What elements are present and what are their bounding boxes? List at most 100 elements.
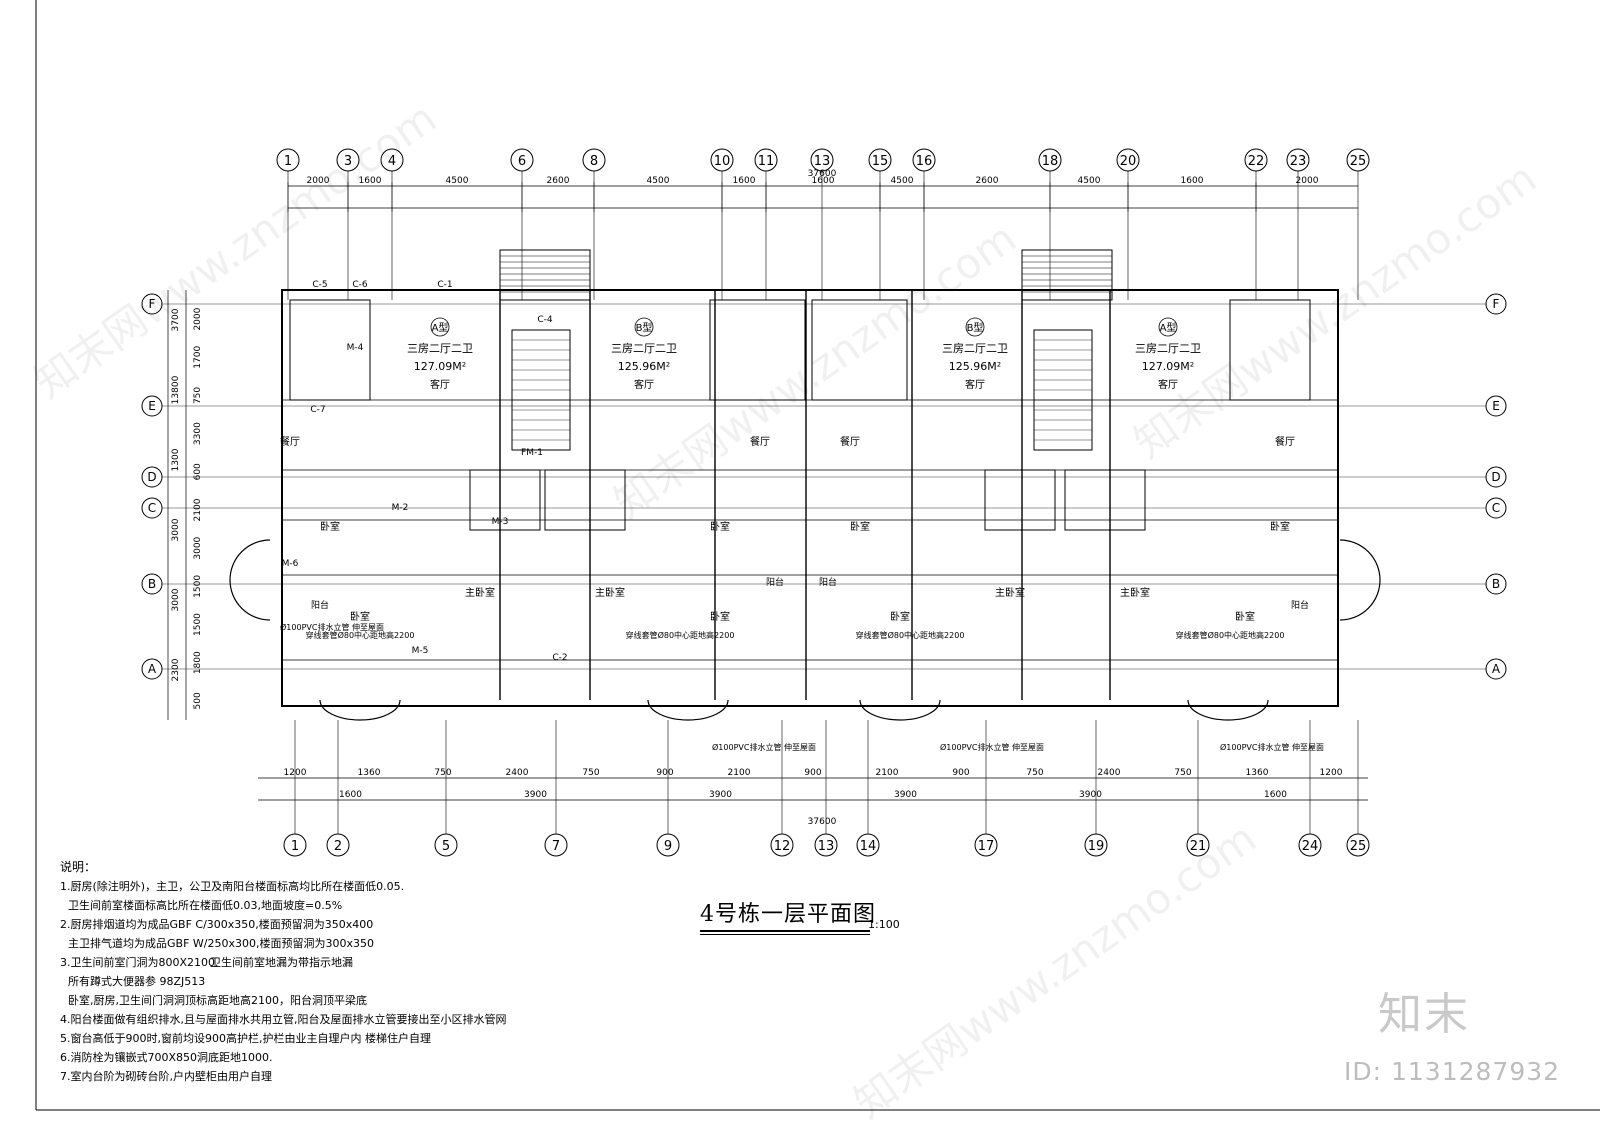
axis-label-left: D bbox=[147, 470, 156, 484]
note-line: 主卫排气道均为成品GBF W/250x300,楼面预留洞为300x350 bbox=[68, 937, 374, 950]
axis-label-right: C bbox=[1492, 501, 1500, 515]
element-tag: FM-1 bbox=[521, 448, 543, 458]
room-label-dining: 餐厅 bbox=[280, 435, 300, 448]
room-label-living: 客厅 bbox=[1158, 378, 1178, 391]
axis-label-bottom: 7 bbox=[552, 839, 560, 854]
sleeve-note: 穿线套管Ø80中心距地高2200 bbox=[626, 630, 735, 640]
kitchen-block bbox=[469, 469, 541, 531]
dim-total-left: 3700 bbox=[171, 308, 181, 331]
pipe-note: Ø100PVC排水立管 伸至屋面 bbox=[940, 742, 1044, 752]
element-tag: C-7 bbox=[310, 405, 325, 415]
dim-value-top: 4500 bbox=[446, 176, 469, 186]
dim-value-bottom-2: 3900 bbox=[524, 790, 547, 800]
unit-desc: 三房二厅二卫 bbox=[407, 342, 473, 355]
dim-value-bottom: 1360 bbox=[358, 768, 381, 778]
room-label-dining: 餐厅 bbox=[1275, 435, 1295, 448]
kitchen-block bbox=[1064, 469, 1146, 531]
design-notes: 说明： 1.厨房(除注明外)，主卫，公卫及南阳台楼面标高均比所在楼面低0.05.… bbox=[60, 858, 700, 1086]
drawing-title: 4号栋一层平面图 bbox=[700, 902, 876, 927]
unit-type-label: B型 bbox=[967, 321, 984, 334]
axis-label-top: 22 bbox=[1248, 154, 1265, 169]
sleeve-note: 穿线套管Ø80中心距地高2200 bbox=[856, 630, 965, 640]
element-tag: M-5 bbox=[412, 646, 429, 656]
brand-id: ID: 1131287932 bbox=[1344, 1057, 1561, 1086]
pipe-note: Ø100PVC排水立管 伸至屋面 bbox=[712, 742, 816, 752]
room-label-balcony: 阳台 bbox=[819, 576, 837, 588]
room-label-master: 主卧室 bbox=[995, 586, 1025, 599]
balcony-arc bbox=[647, 699, 729, 721]
dim-value-bottom: 750 bbox=[1174, 768, 1191, 778]
dim-value-bottom-2: 3900 bbox=[894, 790, 917, 800]
note-line: 5.窗台高低于900时,窗前均设900高护栏,护栏由业主自理户内 楼梯住户自理 bbox=[60, 1032, 431, 1045]
axis-label-right: E bbox=[1492, 399, 1500, 413]
axis-label-top: 6 bbox=[518, 154, 526, 169]
axis-label-top: 20 bbox=[1120, 154, 1137, 169]
dim-value-bottom: 750 bbox=[1026, 768, 1043, 778]
kitchen-block bbox=[984, 469, 1056, 531]
unit-type-label: A型 bbox=[432, 321, 449, 334]
axis-label-bottom: 12 bbox=[774, 839, 791, 854]
drawing-scale: 1:100 bbox=[868, 918, 900, 931]
axis-label-bottom: 2 bbox=[334, 839, 342, 854]
dim-total-left: 3000 bbox=[171, 588, 181, 611]
note-line: 3.卫生间前室门洞为800X2100. bbox=[60, 956, 219, 969]
dim-value-top: 4500 bbox=[647, 176, 670, 186]
dim-value-top: 2600 bbox=[976, 176, 999, 186]
dim-value-top: 1600 bbox=[1181, 176, 1204, 186]
dim-value-bottom: 1200 bbox=[284, 768, 307, 778]
brand-logo: 知末 bbox=[1378, 989, 1470, 1040]
element-tag: M-2 bbox=[392, 503, 409, 513]
building-outline bbox=[281, 289, 1339, 707]
dim-value-left: 3000 bbox=[193, 536, 203, 559]
room-label-bedroom: 卧室 bbox=[1235, 610, 1255, 623]
dim-value-top: 2000 bbox=[307, 176, 330, 186]
room-label-bedroom: 卧室 bbox=[320, 520, 340, 533]
axis-label-top: 1 bbox=[284, 154, 292, 169]
room-label-living: 客厅 bbox=[965, 378, 985, 391]
unit-desc: 三房二厅二卫 bbox=[611, 342, 677, 355]
dim-value-bottom: 2100 bbox=[728, 768, 751, 778]
axis-label-bottom: 9 bbox=[664, 839, 672, 854]
dim-value-bottom-2: 1600 bbox=[1264, 790, 1287, 800]
note-line: 卫生间前室地漏为带指示地漏 bbox=[210, 956, 353, 969]
dim-value-top: 1600 bbox=[733, 176, 756, 186]
dim-total-left: 1300 bbox=[171, 448, 181, 471]
element-tag: M-3 bbox=[492, 517, 509, 527]
dim-value-bottom: 2400 bbox=[506, 768, 529, 778]
axis-label-top: 8 bbox=[590, 154, 598, 169]
dim-value-bottom: 2400 bbox=[1098, 768, 1121, 778]
axis-label-bottom: 14 bbox=[860, 839, 877, 854]
dim-value-bottom: 750 bbox=[434, 768, 451, 778]
title-underline-thin bbox=[700, 934, 870, 935]
unit-area: 127.09M² bbox=[414, 360, 466, 373]
room-label-bedroom: 卧室 bbox=[710, 610, 730, 623]
room-label-balcony: 阳台 bbox=[1291, 599, 1309, 611]
axis-label-left: C bbox=[148, 501, 156, 515]
dim-value-bottom: 900 bbox=[952, 768, 969, 778]
room-label-dining: 餐厅 bbox=[840, 435, 860, 448]
drawing-title-block: 4号栋一层平面图 1:100 bbox=[700, 896, 930, 946]
stair-top bbox=[499, 249, 591, 301]
axis-label-right: A bbox=[1492, 662, 1501, 676]
dim-value-left: 3300 bbox=[193, 422, 203, 445]
dim-value-top: 2600 bbox=[547, 176, 570, 186]
axis-label-top: 11 bbox=[758, 154, 775, 169]
bay-window bbox=[229, 539, 271, 621]
dim-value-top: 1600 bbox=[359, 176, 382, 186]
element-tag: C-1 bbox=[437, 280, 452, 290]
dim-total-bottom: 37600 bbox=[808, 817, 837, 827]
axis-label-top: 16 bbox=[916, 154, 933, 169]
axis-label-top: 13 bbox=[814, 154, 831, 169]
unit-type-marker bbox=[965, 317, 985, 337]
dim-total-left: 13800 bbox=[171, 375, 181, 404]
element-tag: C-4 bbox=[537, 315, 553, 325]
note-line: 卫生间前室楼面标高比所在楼面低0.03,地面坡度=0.5% bbox=[68, 899, 343, 912]
dim-value-bottom: 1200 bbox=[1320, 768, 1343, 778]
room-label-balcony: 阳台 bbox=[766, 576, 784, 588]
dim-total-top: 37600 bbox=[808, 169, 837, 179]
room-label-master: 主卧室 bbox=[465, 586, 495, 599]
unit-area: 127.09M² bbox=[1142, 360, 1194, 373]
notes-heading: 说明： bbox=[60, 860, 97, 874]
note-line: 2.厨房排烟道均为成品GBF C/300x350,楼面预留洞为350x400 bbox=[60, 918, 374, 931]
unit-type-label: A型 bbox=[1160, 321, 1177, 334]
